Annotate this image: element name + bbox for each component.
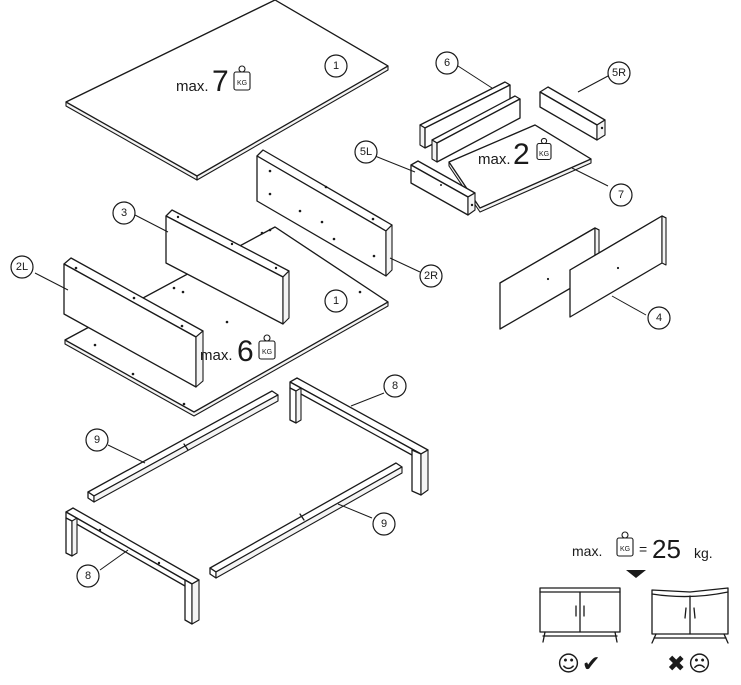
callout-drawer-side-left: 5L [354,140,378,164]
svg-text:7: 7 [618,189,624,201]
total-load-prefix: max. [572,543,602,559]
weight-kg-icon: KG [233,65,251,91]
svg-text:☹: ☹ [688,652,711,677]
callout-frame-front: 8 [76,564,100,588]
drawer-side-right [539,86,606,141]
shelf [165,209,290,325]
callout-drawer-side-right: 5R [607,61,631,85]
svg-text:4: 4 [656,312,662,324]
drawer-load-value: 2 [513,138,530,171]
callout-drawer-back-front: 6 [435,51,459,75]
drawer-load-unit: KG [539,151,549,158]
top-load-prefix: max. [176,78,209,95]
total-load-label: max. KG = 25 kg. [572,531,713,578]
callout-back-panel: 2R [419,264,443,288]
top-load-value: 7 [212,65,229,98]
total-load-unit-icon: KG [620,546,630,553]
top-panel [65,0,389,181]
svg-text:☺: ☺ [557,652,580,677]
bottom-load-unit: KG [262,349,272,356]
total-load-suffix: kg. [694,545,713,561]
callout-drawer-bottom: 7 [609,183,633,207]
drawer-load-label: max. 2 KG [478,137,552,171]
back-panel [256,149,393,277]
callout-top-panel: 1 [324,54,348,78]
svg-text:6: 6 [444,57,450,69]
side-panel-left [63,257,204,388]
leader-lines [34,65,647,571]
bottom-load-label: max. 6 KG [200,334,276,368]
svg-text:5R: 5R [612,67,626,79]
rail-top [87,390,279,503]
svg-text:✖: ✖ [667,652,685,677]
bottom-load-prefix: max. [200,347,233,364]
cabinet-overloaded [651,587,729,644]
svg-text:3: 3 [121,207,127,219]
drawer-side-left [410,160,476,216]
bottom-load-value: 6 [237,335,254,368]
svg-text:1: 1 [333,60,339,72]
weight-kg-icon: KG [258,334,276,360]
svg-text:2L: 2L [16,261,28,273]
svg-text:9: 9 [381,518,387,530]
svg-text:5L: 5L [360,146,372,158]
rail-bottom [209,462,403,579]
top-load-label: max. 7 KG [176,65,251,98]
doors [499,215,667,330]
callout-shelf: 3 [112,201,136,225]
callout-rail-bottom: 9 [372,512,396,536]
callout-frame-back: 8 [383,374,407,398]
svg-text:8: 8 [392,380,398,392]
svg-text:2R: 2R [424,270,438,282]
smiley-check-icon: ☺ ✔ [557,652,600,677]
callout-doors: 4 [647,306,671,330]
callout-bottom-panel: 1 [324,289,348,313]
callout-rail-top: 9 [85,428,109,452]
frame-front [65,507,200,625]
total-load-equals: = [639,541,647,557]
drawer-load-prefix: max. [478,151,511,168]
total-load-value: 25 [652,534,681,564]
svg-text:✔: ✔ [582,652,600,677]
cabinet-correct [539,587,621,643]
drawer-bottom [448,124,592,213]
weight-kg-icon: KG [536,137,552,161]
top-load-unit: KG [237,80,247,87]
svg-text:1: 1 [333,295,339,307]
svg-text:8: 8 [85,570,91,582]
svg-text:9: 9 [94,434,100,446]
cross-frown-icon: ✖ ☹ [667,652,711,677]
down-arrow-icon [626,570,646,578]
weight-kg-icon: KG [616,531,634,557]
callout-side-left: 2L [10,255,34,279]
drawer-back-front [419,81,521,163]
frame-back [289,377,429,496]
